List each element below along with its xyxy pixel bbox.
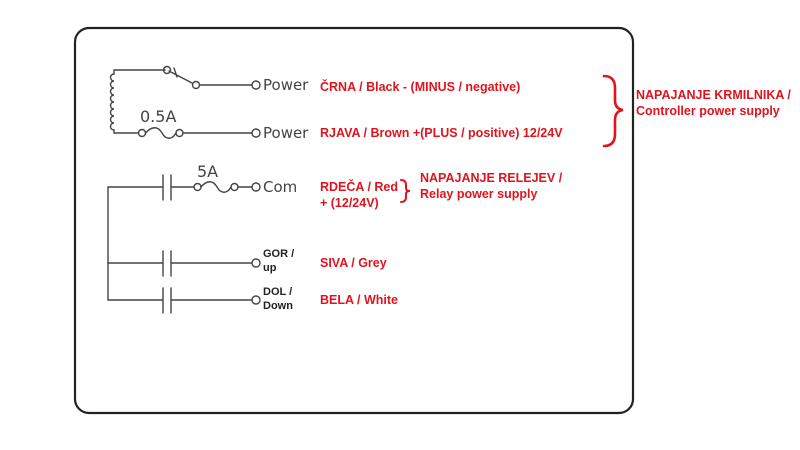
terminal-up: GOR / up: [263, 248, 294, 276]
switch-symbol: [162, 65, 261, 90]
down-contact-symbol: [107, 287, 261, 314]
controller-supply-line-2: Controller power supply: [636, 104, 780, 119]
wire-red-label: RDEČA / Red + (12/24V): [320, 179, 398, 212]
terminal-down-line-2: Down: [263, 299, 293, 312]
wire-white-label: BELA / White: [320, 293, 399, 307]
relay-supply-label: NAPAJANJE RELEJEV / Relay power supply: [420, 170, 562, 203]
terminal-down: DOL / Down: [263, 286, 293, 314]
wire-red-line-2: + (12/24V): [320, 196, 379, 211]
fuse-rating-relay: 5A: [197, 162, 219, 181]
terminal-power-2: Power: [263, 124, 309, 142]
controller-supply-label: NAPAJANJE KRMILNIKA / Controller power s…: [636, 87, 791, 120]
up-contact-symbol: [107, 250, 261, 277]
wire-brown-label: RJAVA / Brown +(PLUS / positive) 12/24V: [320, 126, 563, 140]
relay-supply-line-2: Relay power supply: [420, 187, 538, 202]
terminal-up-line-1: GOR /: [263, 248, 295, 260]
terminal-power-1: Power: [263, 76, 309, 94]
device-housing: [73, 26, 635, 415]
terminal-up-line-2: up: [263, 261, 277, 274]
wire-grey-label: SIVA / Grey: [320, 256, 387, 270]
coil-symbol: [109, 69, 166, 134]
wire-black-label: ČRNA / Black - (MINUS / negative): [320, 80, 521, 94]
fuse-0-5a-symbol: [137, 127, 261, 139]
relay-bus: [107, 174, 261, 301]
wire-red-line-1: RDEČA / Red: [320, 180, 399, 194]
fuse-rating-controller: 0.5A: [140, 107, 177, 126]
relay-supply-line-1: NAPAJANJE RELEJEV /: [420, 171, 563, 185]
controller-supply-line-1: NAPAJANJE KRMILNIKA /: [636, 88, 791, 102]
controller-supply-brace: [602, 74, 624, 148]
relay-supply-brace: [400, 179, 411, 203]
terminal-down-line-1: DOL /: [263, 286, 293, 298]
terminal-com: Com: [263, 178, 298, 196]
